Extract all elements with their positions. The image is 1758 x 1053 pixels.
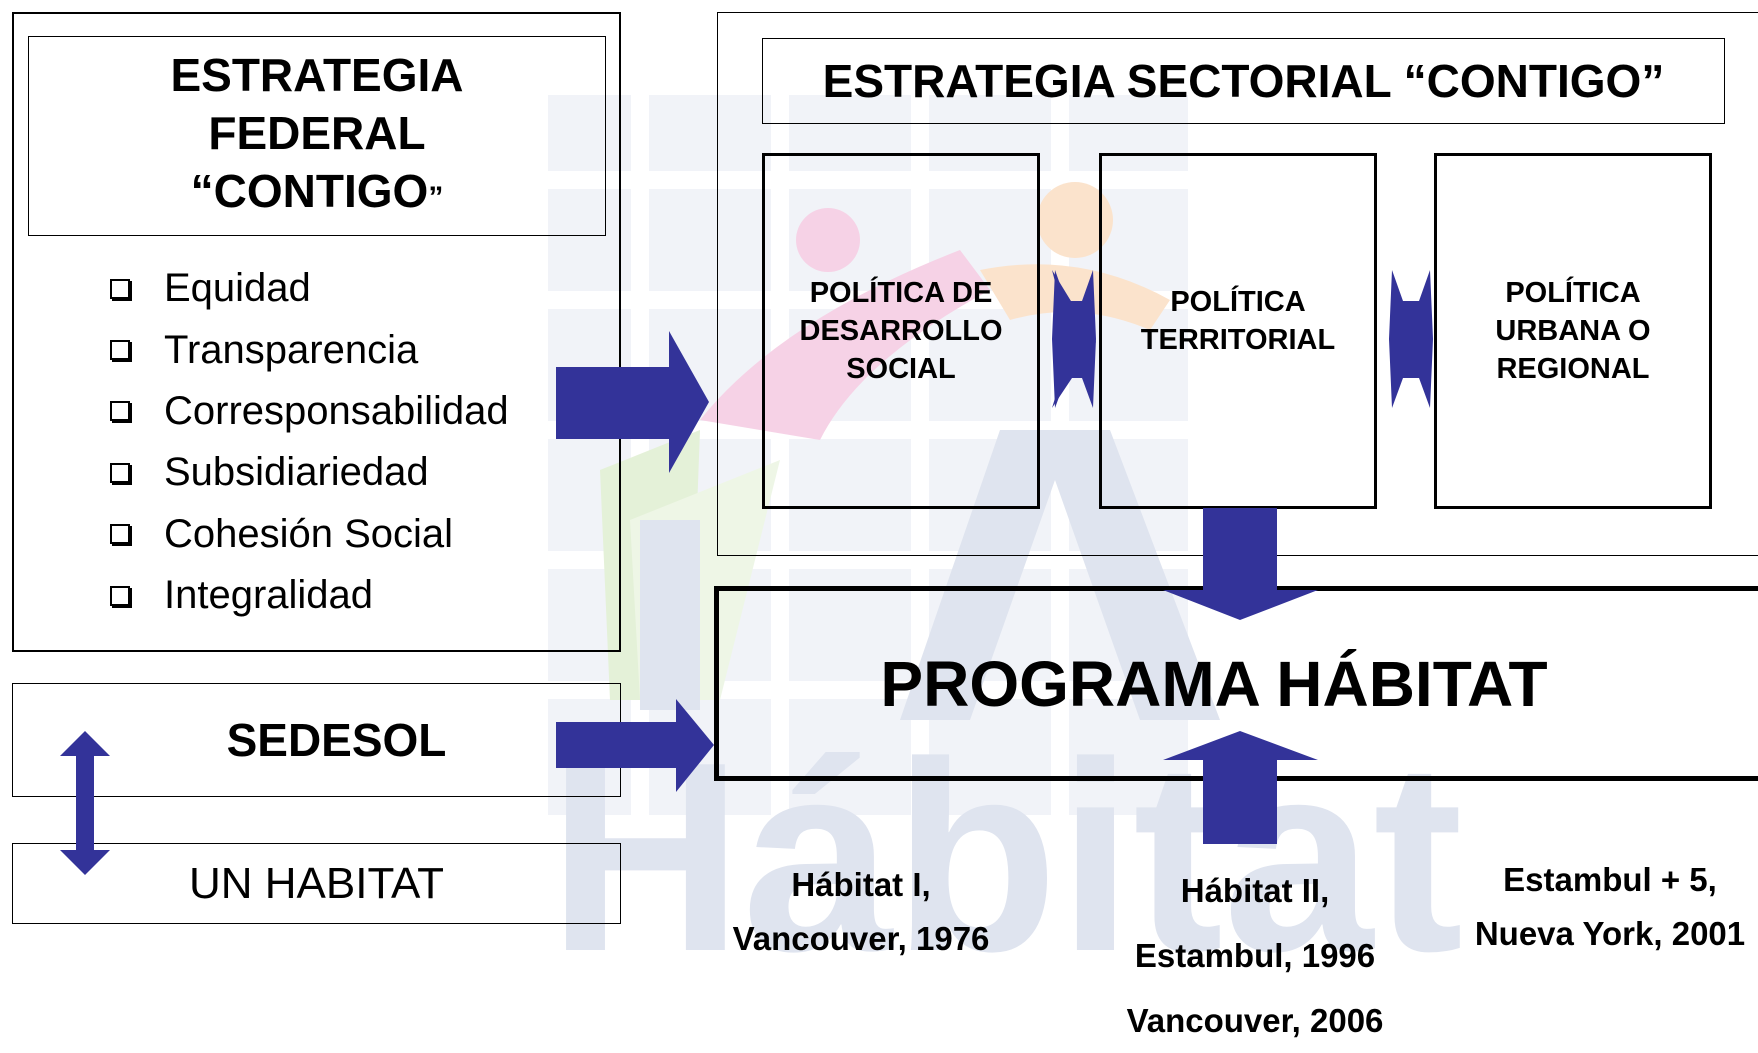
un-habitat-label: UN HABITAT: [188, 858, 445, 908]
down-arrow-icon: [1163, 508, 1318, 620]
federal-strategy-title: ESTRATEGIA FEDERAL “CONTIGO”: [170, 48, 464, 217]
sectorial-strategy-title-box: ESTRATEGIA SECTORIAL “CONTIGO”: [762, 38, 1725, 124]
right-arrow-icon: [556, 699, 714, 792]
checkbox-icon: [110, 401, 130, 422]
policy-territorial-label: POLÍTICA TERRITORIAL: [1140, 286, 1336, 356]
federal-strategy-title-box: ESTRATEGIA FEDERAL “CONTIGO”: [28, 36, 606, 236]
principle-item: Transparencia: [110, 319, 509, 380]
policy-social-development-label: POLÍTICA DE DESARROLLO SOCIAL: [799, 277, 1003, 385]
checkbox-icon: [110, 462, 130, 483]
policy-urban-regional-box: POLÍTICA URBANA O REGIONAL: [1434, 153, 1712, 509]
conference-habitat-i: Hábitat I, Vancouver, 1976: [732, 866, 990, 957]
policy-urban-regional-label: POLÍTICA URBANA O REGIONAL: [1495, 277, 1651, 385]
checkbox-icon: [110, 278, 130, 299]
policy-territorial-box: POLÍTICA TERRITORIAL: [1099, 153, 1377, 509]
right-arrow-icon: [556, 331, 709, 473]
conference-habitat-ii: Hábitat II, Estambul, 1996 Vancouver, 20…: [1126, 872, 1384, 1039]
federal-strategy-frame: [12, 12, 621, 652]
sedesol-label: SEDESOL: [226, 714, 447, 766]
principle-item: Corresponsabilidad: [110, 381, 509, 442]
un-habitat-box: UN HABITAT: [12, 843, 621, 924]
principle-item: Integralidad: [110, 565, 509, 626]
programa-habitat-label: PROGRAMA HÁBITAT: [880, 647, 1548, 720]
left-right-arrow-icon: [1052, 270, 1096, 408]
principle-item: Equidad: [110, 258, 509, 319]
principle-item: Subsidiariedad: [110, 442, 509, 503]
sectorial-strategy-title: ESTRATEGIA SECTORIAL “CONTIGO”: [822, 55, 1665, 107]
principles-list: Equidad Transparencia Corresponsabilidad…: [110, 258, 509, 626]
up-down-arrow-icon: [60, 731, 110, 875]
conference-estambul-plus-5: Estambul + 5, Nueva York, 2001: [1474, 861, 1746, 952]
policy-social-development-box: POLÍTICA DE DESARROLLO SOCIAL: [762, 153, 1040, 509]
checkbox-icon: [110, 585, 130, 606]
checkbox-icon: [110, 524, 130, 545]
arrows-layer: [60, 270, 1433, 875]
checkbox-icon: [110, 340, 130, 361]
principle-item: Cohesión Social: [110, 504, 509, 565]
sedesol-box: SEDESOL: [12, 683, 621, 797]
left-right-arrow-icon: [1389, 270, 1433, 408]
up-arrow-icon: [1163, 731, 1318, 844]
